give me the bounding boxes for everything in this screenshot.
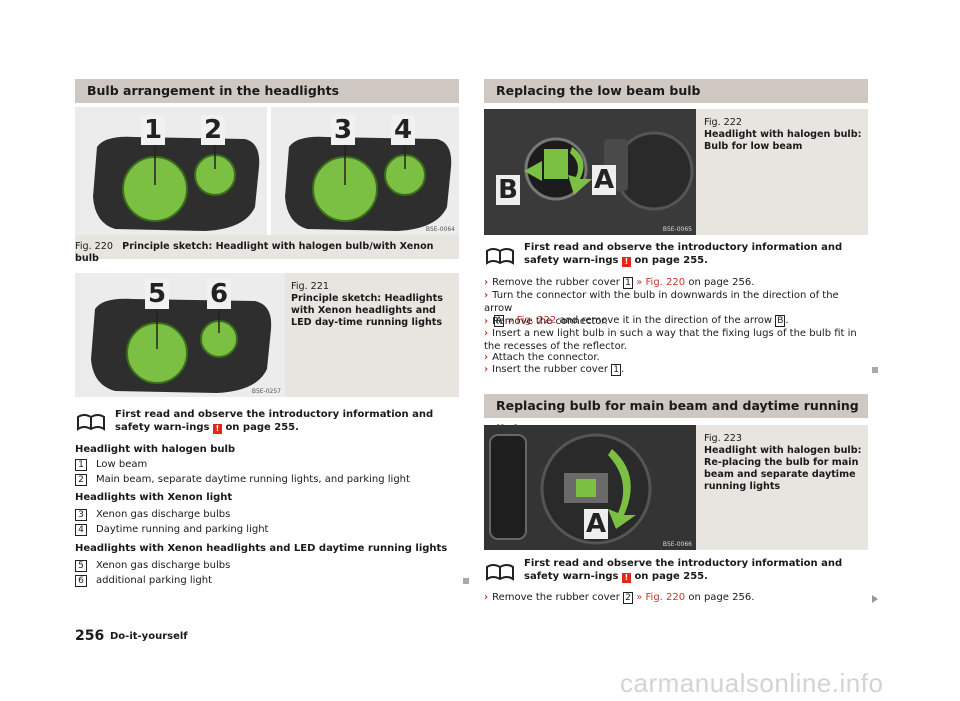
headlight-photo-pair: 1 2 3 4 B5E-0064 <box>75 107 459 235</box>
fig-link[interactable]: » Fig. 222 <box>507 315 557 326</box>
callout-B: B <box>496 175 520 205</box>
figure-222: B A B5E-0065 Fig. 222 Headlight with hal… <box>484 109 868 235</box>
book-icon <box>77 414 105 431</box>
headlight-led-photo: 5 6 B5E-0257 <box>75 273 285 397</box>
figure-223-caption: Fig. 223 Headlight with halogen bulb: Re… <box>704 433 864 493</box>
callout-6: 6 <box>207 279 231 309</box>
list-item: Low beam <box>96 459 148 470</box>
warning-note: First read and observe the introductory … <box>115 408 459 434</box>
book-icon <box>486 248 514 265</box>
watermark: carmanualsonline.info <box>620 668 884 698</box>
list-item: Daytime running and parking light <box>96 524 269 535</box>
figure-label: Fig. 222 <box>704 117 742 128</box>
group-heading-xenon: Headlights with Xenon light <box>75 492 233 503</box>
book-icon <box>486 564 514 581</box>
continue-arrow-icon <box>872 595 878 603</box>
warning-page-ref[interactable]: on page 255. <box>634 571 708 582</box>
main-beam-photo: A B5E-0066 <box>484 425 696 550</box>
figure-code-220: B5E-0064 <box>425 226 455 233</box>
figure-code-221: B5E-0257 <box>251 388 281 395</box>
callout-1: 1 <box>141 115 165 145</box>
figure-220: 1 2 3 4 B5E-0064 Fig. 220 Principle sket… <box>75 107 459 264</box>
step-5: ›Attach the connector. <box>484 352 600 363</box>
figure-caption-text: Principle sketch: Headlight with halogen… <box>75 241 434 264</box>
chapter-name: Do-it-yourself <box>110 631 188 642</box>
figure-caption-text: Headlight with halogen bulb: Re-placing … <box>704 445 862 492</box>
list-number: 5 <box>75 560 87 572</box>
section-title-bulb-arrangement: Bulb arrangement in the headlights <box>75 79 459 103</box>
step-1: ›Remove the rubber cover 1 » Fig. 220 on… <box>484 277 755 289</box>
warning-page-ref[interactable]: on page 255. <box>225 422 299 433</box>
warning-icon: ! <box>621 257 631 267</box>
section-end-mark <box>463 578 469 584</box>
warning-page-ref[interactable]: on page 255. <box>634 255 708 266</box>
step-2: ›Turn the connector with the bulb in dow… <box>484 290 839 327</box>
page-number: 256 <box>75 628 105 644</box>
figure-label: Fig. 221 <box>291 281 329 292</box>
main-beam-illustration <box>484 425 696 550</box>
headlight-led-illustration <box>75 273 285 397</box>
section-title-main-beam: Replacing bulb for main beam and daytime… <box>484 394 868 437</box>
warning-text: First read and observe the introductory … <box>524 558 843 582</box>
section-title-low-beam: Replacing the low beam bulb <box>484 79 868 103</box>
figure-code-223: B5E-0066 <box>662 541 692 548</box>
callout-5: 5 <box>145 279 169 309</box>
fig-link[interactable]: » Fig. 220 <box>636 277 686 288</box>
figure-221: 5 6 B5E-0257 Fig. 221 Principle sketch: … <box>75 273 459 397</box>
warning-icon: ! <box>621 573 631 583</box>
figure-223: A B5E-0066 Fig. 223 Headlight with halog… <box>484 425 868 550</box>
figure-caption-text: Headlight with halogen bulb: Bulb for lo… <box>704 129 862 152</box>
figure-220-caption: Fig. 220 Principle sketch: Headlight wit… <box>75 241 459 265</box>
callout-2: 2 <box>201 115 225 145</box>
step-4: ›Insert a new light bulb in such a way t… <box>484 328 857 352</box>
list-item: Main beam, separate daytime running ligh… <box>96 474 410 485</box>
list-item: additional parking light <box>96 575 213 586</box>
fig-link[interactable]: » Fig. 220 <box>636 592 686 603</box>
section-end-mark <box>872 367 878 373</box>
list-number: 4 <box>75 524 87 536</box>
step-remove-cover-2: ›Remove the rubber cover 2 » Fig. 220 on… <box>484 592 755 604</box>
figure-222-caption: Fig. 222 Headlight with halogen bulb: Bu… <box>704 117 864 153</box>
figure-label: Fig. 220 <box>75 241 113 252</box>
list-number: 6 <box>75 575 87 587</box>
group-heading-halogen: Headlight with halogen bulb <box>75 444 236 455</box>
callout-A: A <box>584 509 608 539</box>
figure-label: Fig. 223 <box>704 433 742 444</box>
low-beam-photo: B A B5E-0065 <box>484 109 696 235</box>
low-beam-illustration <box>484 109 696 235</box>
figure-caption-text: Principle sketch: Headlights with Xenon … <box>291 293 443 328</box>
warning-note-main-beam: First read and observe the introductory … <box>524 557 868 583</box>
warning-text: First read and observe the introductory … <box>115 409 434 433</box>
step-3: ›Remove the connector. <box>484 316 608 327</box>
callout-3: 3 <box>331 115 355 145</box>
list-number: 2 <box>75 474 87 486</box>
list-item: Xenon gas discharge bulbs <box>96 560 231 571</box>
figure-code-222: B5E-0065 <box>662 226 692 233</box>
list-item: Xenon gas discharge bulbs <box>96 509 231 520</box>
group-heading-xenon-led: Headlights with Xenon headlights and LED… <box>75 543 448 554</box>
list-number: 3 <box>75 509 87 521</box>
figure-221-caption: Fig. 221 Principle sketch: Headlights wi… <box>291 281 455 329</box>
callout-4: 4 <box>391 115 415 145</box>
step-6: ›Insert the rubber cover 1. <box>484 364 625 376</box>
warning-text: First read and observe the introductory … <box>524 242 843 266</box>
callout-A: A <box>592 165 616 195</box>
warning-icon: ! <box>212 424 222 434</box>
list-number: 1 <box>75 459 87 471</box>
warning-note-low-beam: First read and observe the introductory … <box>524 241 868 267</box>
